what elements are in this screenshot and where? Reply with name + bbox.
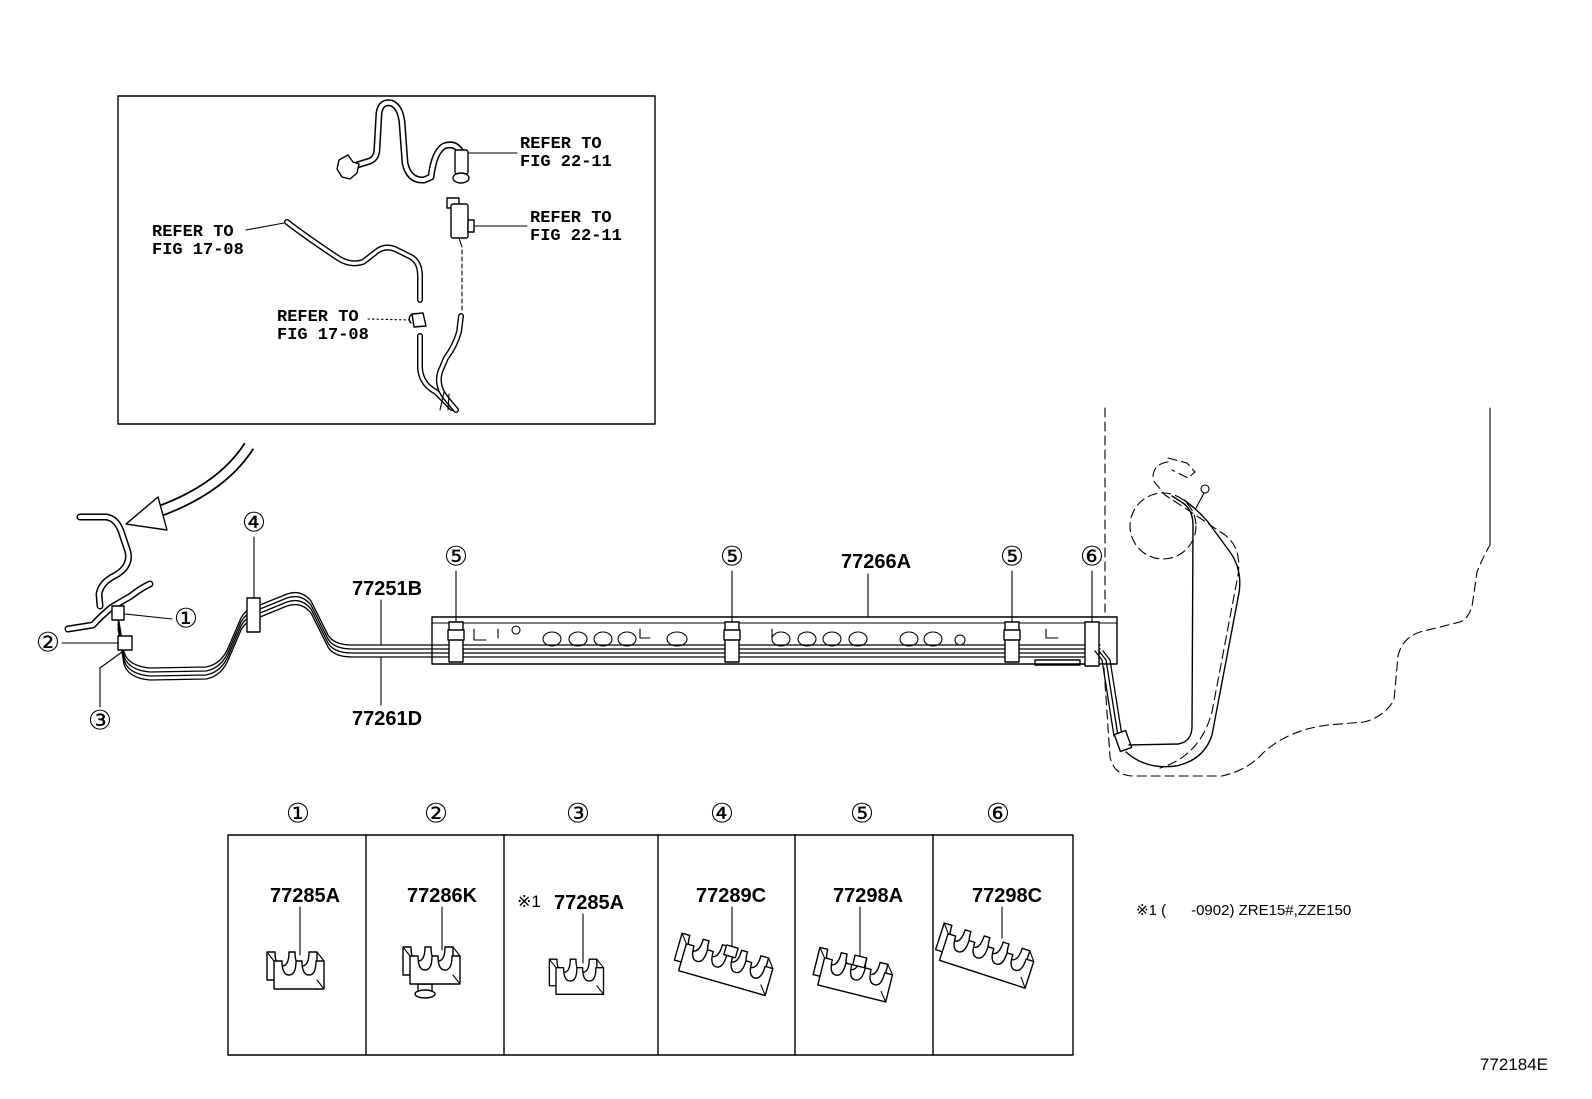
figure-reference: FIG 22-11 <box>520 153 612 172</box>
refer-to-label: REFER TO <box>152 223 234 242</box>
part-number: 77285A <box>270 885 340 907</box>
part-number: 77286K <box>407 885 478 907</box>
hose-fitting <box>336 154 360 180</box>
callout-5: ⑤ <box>720 542 744 573</box>
part-number: 77298C <box>972 885 1042 907</box>
clip-drawing-77286K <box>402 946 461 999</box>
callout-3: ③ <box>88 706 112 737</box>
leader-line <box>367 318 411 321</box>
clip-drawing-77298A <box>810 946 896 1003</box>
leader-line <box>245 222 285 231</box>
callout-6: ⑥ <box>1080 542 1104 573</box>
refer-to-label: REFER TO <box>530 209 612 228</box>
pipe-line <box>117 603 1101 681</box>
part-note-marker: ※1 <box>517 892 541 911</box>
pipe-joint <box>1113 729 1133 753</box>
callout-4: ④ <box>242 508 266 539</box>
clip-1 <box>111 605 125 621</box>
rail-holes <box>511 625 966 647</box>
small-clip <box>408 312 427 328</box>
fuel-tank-outline <box>1129 492 1197 560</box>
callout-5: ⑤ <box>444 542 468 573</box>
table-header-1: ① <box>286 799 310 830</box>
part-label-77251B: 77251B <box>352 578 422 600</box>
leader-line <box>99 651 123 708</box>
pipe-line <box>1128 495 1194 746</box>
breather-knob <box>1195 492 1205 509</box>
part-number: 77298A <box>833 885 903 907</box>
table-frame <box>227 834 1074 1056</box>
clip-4 <box>246 597 261 633</box>
inset-frame <box>117 95 656 425</box>
figure-reference: FIG 22-11 <box>530 227 622 246</box>
clip-5 <box>1003 621 1021 663</box>
quick-connector <box>446 197 475 248</box>
table-dividers <box>365 834 934 1056</box>
clip-drawing-77298C <box>932 922 1038 989</box>
breather-knob <box>1200 484 1210 494</box>
part-label-77261D: 77261D <box>352 708 422 730</box>
pipe-rail: 77266A ⑤ ⑤ ⑤ ⑥ <box>431 542 1118 667</box>
applicability-note: ※1 ( -0902) ZRE15#,ZZE150 <box>1136 902 1351 919</box>
table-header-5: ⑤ <box>850 799 874 830</box>
figure-reference: FIG 17-08 <box>277 326 369 345</box>
part-number: 77285A <box>554 892 624 914</box>
callout-1: ① <box>174 604 198 635</box>
fuel-tube-upper <box>76 513 132 610</box>
table-header-6: ⑥ <box>986 799 1010 830</box>
fuel-hose <box>350 99 465 184</box>
diagram-id: 772184E <box>1480 1055 1548 1074</box>
detail-arrow <box>125 442 255 531</box>
rear-pipe-assembly <box>1094 407 1491 777</box>
clip-5 <box>723 621 741 663</box>
clip-5 <box>447 621 465 663</box>
lower-pipes <box>417 313 464 413</box>
filler-pipe <box>1167 457 1196 479</box>
filler-pipe <box>1152 461 1240 769</box>
clip-drawing-77289C <box>671 932 777 997</box>
clip-2 <box>117 635 133 651</box>
part-number: 77289C <box>696 885 766 907</box>
table-header-3: ③ <box>566 799 590 830</box>
table-header-2: ② <box>424 799 448 830</box>
front-pipe-assembly: ① ② ③ ④ 77251B 77261D <box>36 508 1101 737</box>
figure-reference: FIG 17-08 <box>152 241 244 260</box>
refer-to-label: REFER TO <box>520 135 602 154</box>
detail-inset: REFER TO FIG 22-11 REFER TO FIG 22-11 RE… <box>117 95 656 425</box>
callout-2: ② <box>36 628 60 659</box>
pipe-line <box>1125 499 1241 768</box>
vehicle-outline <box>1103 544 1491 777</box>
breather-pipe <box>284 219 423 303</box>
leader-line <box>124 613 173 620</box>
clip-drawing-77285A <box>266 951 325 990</box>
table-header-4: ④ <box>710 799 734 830</box>
clip-table: ① ② ③ ④ ⑤ ⑥ 77285A 77286K ※1 77285A 7728… <box>227 799 1074 1056</box>
clip-drawing-77285A <box>548 958 605 995</box>
refer-to-label: REFER TO <box>277 308 359 327</box>
fuel-tube-branch <box>64 580 154 633</box>
part-label-77266A: 77266A <box>841 551 911 573</box>
callout-5: ⑤ <box>1000 542 1024 573</box>
hose-connector <box>452 149 470 184</box>
clip-6 <box>1084 621 1100 667</box>
table-leaders <box>299 906 1003 964</box>
